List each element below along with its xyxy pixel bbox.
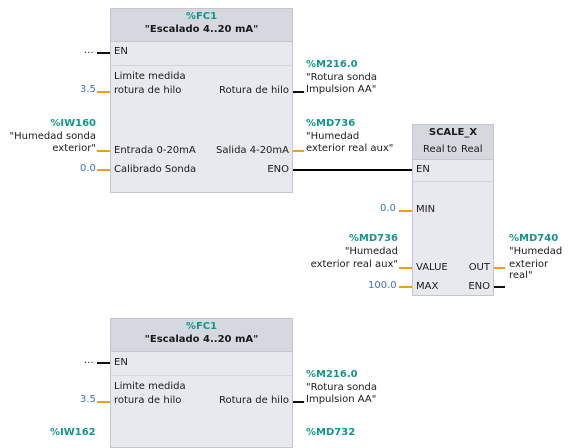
entrada-operand-line2: exterior" <box>52 143 96 154</box>
bottom-rotura-operand-tag[interactable]: %M216.0 <box>306 369 358 380</box>
bottom-entrada-tag-partial[interactable]: %IW162 <box>50 427 96 438</box>
eno-to-en-wire <box>293 169 412 171</box>
scale-x-header: SCALE_X Real to Real <box>413 125 493 160</box>
bottom-limite-value[interactable]: 3.5 <box>80 394 96 405</box>
scale-x-pin-max: MAX <box>416 281 439 292</box>
scale-x-eno-stub <box>494 286 505 288</box>
scale-x-pin-en: EN <box>416 164 430 175</box>
scale-x-block[interactable]: SCALE_X Real to Real EN MIN VALUE OUT MA… <box>412 124 494 296</box>
fc1-block-bottom[interactable]: %FC1 "Escalado 4..20 mA" EN Limite medid… <box>110 318 293 448</box>
scale-x-type-from[interactable]: Real <box>423 144 445 155</box>
min-value[interactable]: 0.0 <box>380 203 396 214</box>
out-operand-line2: exterior real" <box>509 259 549 281</box>
bottom-rotura-operand-line1: "Rotura sonda <box>306 382 378 393</box>
bottom-rotura-stub <box>293 401 304 403</box>
pin-entrada-label: Entrada 0-20mA <box>114 145 196 156</box>
out-stub <box>494 267 505 269</box>
out-operand-tag[interactable]: %MD740 <box>509 233 559 244</box>
entrada-operand-line1: "Humedad sonda <box>9 131 97 142</box>
min-stub <box>399 210 412 212</box>
pin-eno-label: ENO <box>267 164 289 175</box>
bottom-en-stub <box>97 362 110 364</box>
salida-stub <box>293 150 304 152</box>
en-input-stub <box>97 52 110 54</box>
bottom-rotura-operand-line2: Impulsion AA" <box>306 394 377 405</box>
scale-x-pin-eno: ENO <box>468 281 490 292</box>
pin-en-label: EN <box>114 46 128 57</box>
bottom-pin-limite-line1: Limite medida <box>114 381 186 392</box>
entrada-stub <box>97 150 110 152</box>
calibrado-value[interactable]: 0.0 <box>80 163 96 174</box>
value-operand-tag[interactable]: %MD736 <box>348 233 398 244</box>
bottom-salida-tag-partial[interactable]: %MD732 <box>306 427 356 438</box>
max-value[interactable]: 100.0 <box>368 280 397 291</box>
fc1-block-top[interactable]: %FC1 "Escalado 4..20 mA" EN Limite medid… <box>110 8 293 193</box>
scale-x-type-sep: to <box>447 144 458 155</box>
salida-operand-line2: exterior real aux" <box>306 143 394 154</box>
entrada-operand-tag[interactable]: %IW160 <box>50 118 96 129</box>
out-operand-line1: "Humedad <box>509 246 563 257</box>
fc1-tag: %FC1 <box>185 11 218 22</box>
scale-x-name: SCALE_X <box>428 127 478 138</box>
pin-calibrado-label: Calibrado Sonda <box>114 164 197 175</box>
value-operand-line1: "Humedad <box>344 246 398 257</box>
en-input-operand[interactable]: ... <box>84 45 94 56</box>
limite-value[interactable]: 3.5 <box>80 84 96 95</box>
bottom-en-input-operand[interactable]: ... <box>84 355 94 366</box>
salida-operand-line1: "Humedad <box>306 131 360 142</box>
rotura-operand-line2: Impulsion AA" <box>306 84 377 95</box>
value-operand-line2: exterior real aux" <box>310 259 398 270</box>
bottom-pin-limite-line2: rotura de hilo <box>114 395 182 406</box>
bottom-pin-rotura-out: Rotura de hilo <box>219 395 289 406</box>
scale-x-pin-min: MIN <box>416 204 436 215</box>
rotura-operand-tag[interactable]: %M216.0 <box>306 59 358 70</box>
scale-x-type-to[interactable]: Real <box>461 144 483 155</box>
rotura-operand-line1: "Rotura sonda <box>306 72 378 83</box>
value-stub <box>399 267 412 269</box>
bottom-pin-en-label: EN <box>114 357 128 368</box>
salida-operand-tag[interactable]: %MD736 <box>306 118 356 129</box>
fc1-block-name: "Escalado 4..20 mA" <box>144 24 259 35</box>
fc1-bottom-header: %FC1 "Escalado 4..20 mA" <box>111 319 292 352</box>
fc1-header: %FC1 "Escalado 4..20 mA" <box>111 9 292 42</box>
rotura-out-stub <box>293 91 304 93</box>
limite-stub <box>97 91 110 93</box>
calibrado-stub <box>97 169 110 171</box>
pin-salida-label: Salida 4-20mA <box>216 145 289 156</box>
pin-limite-label-line2: rotura de hilo <box>114 85 182 96</box>
fc1-bottom-block-name: "Escalado 4..20 mA" <box>144 334 259 345</box>
pin-limite-label-line1: Limite medida <box>114 71 186 82</box>
scale-x-pin-value: VALUE <box>416 262 448 273</box>
scale-x-pin-out: OUT <box>468 262 490 273</box>
pin-rotura-out-label: Rotura de hilo <box>219 85 289 96</box>
bottom-limite-stub <box>97 401 110 403</box>
max-stub <box>399 286 412 288</box>
fc1-bottom-tag: %FC1 <box>185 321 218 332</box>
